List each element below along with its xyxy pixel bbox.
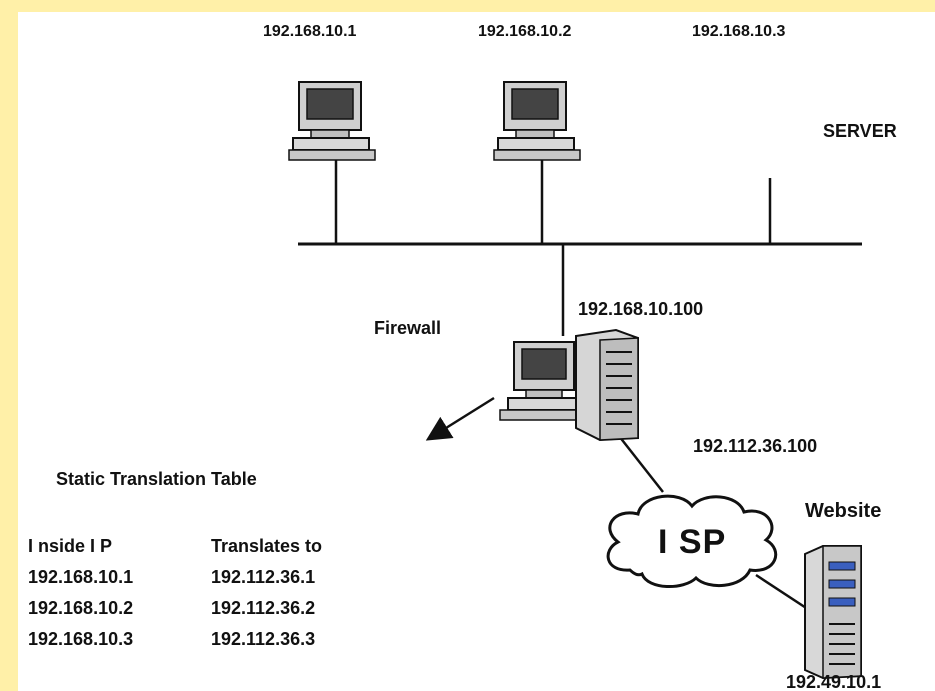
isp-cloud-icon bbox=[606, 494, 778, 589]
server-label: SERVER bbox=[823, 121, 897, 141]
firewall-isp-link bbox=[618, 435, 664, 493]
inside-ip-cell: 192.168.10.3 bbox=[28, 629, 134, 649]
translation-table-header: I nside I P Translates to bbox=[28, 536, 381, 567]
translated-ip-cell: 192.112.36.3 bbox=[211, 629, 316, 649]
inside-ip-cell: 192.168.10.1 bbox=[28, 567, 134, 587]
table-row: 192.168.10.3 192.112.36.3 bbox=[28, 629, 381, 660]
translation-table-title: Static Translation Table bbox=[56, 469, 257, 489]
workstation-1-icon bbox=[288, 81, 376, 161]
host-3-ip-label: 192.168.10.3 bbox=[692, 23, 786, 40]
column-header-inside-ip: I nside I P bbox=[28, 536, 113, 556]
top-band bbox=[0, 0, 935, 12]
table-row: 192.168.10.2 192.112.36.2 bbox=[28, 598, 381, 629]
website-label: Website bbox=[805, 500, 882, 522]
table-row: 192.168.10.1 192.112.36.1 bbox=[28, 567, 381, 598]
translation-table: I nside I P Translates to 192.168.10.1 1… bbox=[28, 536, 381, 660]
firewall-inside-ip-label: 192.168.10.100 bbox=[578, 299, 704, 319]
translated-ip-cell: 192.112.36.1 bbox=[211, 567, 316, 587]
translated-ip-cell: 192.112.36.2 bbox=[211, 598, 316, 618]
translation-arrow bbox=[425, 396, 495, 441]
firewall-label: Firewall bbox=[374, 318, 442, 338]
workstation-2-icon bbox=[493, 81, 581, 161]
host-2-ip-label: 192.168.10.2 bbox=[478, 23, 572, 40]
firewall-outside-ip-label: 192.112.36.100 bbox=[693, 436, 818, 456]
website-ip-label: 192.49.10.1 bbox=[786, 672, 882, 691]
website-server-icon bbox=[804, 545, 862, 680]
column-header-translates-to: Translates to bbox=[211, 536, 323, 556]
host-1-ip-label: 192.168.10.1 bbox=[263, 23, 357, 40]
inside-ip-cell: 192.168.10.2 bbox=[28, 598, 134, 618]
isp-label: I SP bbox=[658, 523, 727, 561]
firewall-icon bbox=[499, 328, 639, 442]
left-band bbox=[0, 0, 18, 691]
